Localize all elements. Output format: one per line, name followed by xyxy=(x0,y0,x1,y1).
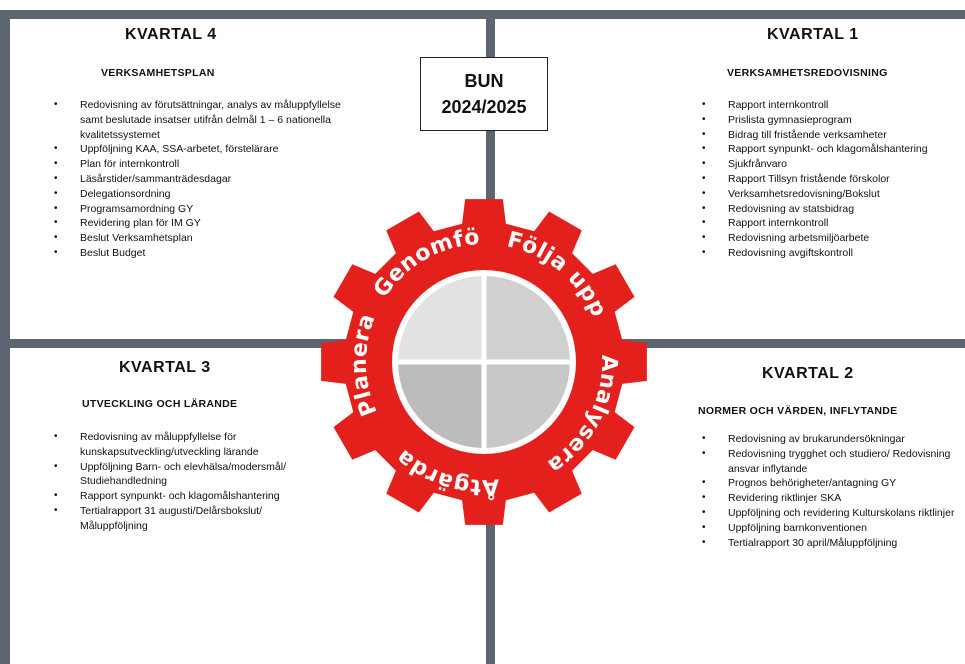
list-item: Beslut Verksamhetsplan xyxy=(52,231,342,246)
list-item: Revidering plan för IM GY xyxy=(52,216,342,231)
list-item: Uppföljning och revidering Kulturskolans… xyxy=(700,506,962,521)
q2-list: Redovisning av brukarundersökningar Redo… xyxy=(700,432,962,550)
q3-subtitle: UTVECKLING OCH LÄRANDE xyxy=(82,398,238,410)
quadrant-top-left xyxy=(398,276,484,362)
list-item: Tertialrapport 31 augusti/Delårsbokslut/… xyxy=(52,504,314,534)
list-item: Läsårstider/sammanträdesdagar xyxy=(52,172,342,187)
list-item: Prognos behörigheter/antagning GY xyxy=(700,476,962,491)
q4-subtitle: VERKSAMHETSPLAN xyxy=(101,67,215,79)
list-item: Rapport synpunkt- och klagomålshantering xyxy=(700,142,962,157)
list-item: Verksamhetsredovisning/Bokslut xyxy=(700,187,962,202)
process-gear: Genomföra Följa upp Analysera Åtgärda Pl… xyxy=(318,196,647,525)
q3-list: Redovisning av måluppfyllelse för kunska… xyxy=(52,430,314,534)
list-item: Rapport Tillsyn fristående förskolor xyxy=(700,172,962,187)
list-item: Tertialrapport 30 april/Måluppföljning xyxy=(700,536,962,551)
list-item: Uppföljning barnkonventionen xyxy=(700,521,962,536)
q1-subtitle: VERKSAMHETSREDOVISNING xyxy=(727,67,888,79)
gear-center-quadrants xyxy=(398,276,570,448)
list-item: Rapport internkontroll xyxy=(700,216,962,231)
list-item: Beslut Budget xyxy=(52,246,342,261)
list-item: Sjukfrånvaro xyxy=(700,157,962,172)
list-item: Programsamordning GY xyxy=(52,202,342,217)
quadrant-top-right xyxy=(484,276,570,362)
q4-list: Redovisning av förutsättningar, analys a… xyxy=(52,98,342,261)
list-item: Bidrag till fristående verksamheter xyxy=(700,128,962,143)
q3-title: KVARTAL 3 xyxy=(119,359,211,376)
list-item: Redovisning av förutsättningar, analys a… xyxy=(52,98,342,142)
frame-left-border xyxy=(0,10,10,664)
list-item: Revidering riktlinjer SKA xyxy=(700,491,962,506)
q1-list: Rapport internkontroll Prislista gymnasi… xyxy=(700,98,962,261)
list-item: Rapport internkontroll xyxy=(700,98,962,113)
list-item: Redovisning avgiftskontroll xyxy=(700,246,962,261)
q1-title: KVARTAL 1 xyxy=(767,26,859,43)
quadrant-bottom-right xyxy=(484,362,570,448)
list-item: Plan för internkontroll xyxy=(52,157,342,172)
list-item: Prislista gymnasieprogram xyxy=(700,113,962,128)
list-item: Redovisning trygghet och studiero/ Redov… xyxy=(700,447,962,477)
list-item: Uppföljning KAA, SSA-arbetet, förstelära… xyxy=(52,142,342,157)
bun-title: BUN xyxy=(464,71,504,91)
list-item: Redovisning av statsbidrag xyxy=(700,202,962,217)
bun-title-box: BUN 2024/2025 xyxy=(420,57,548,131)
q4-title: KVARTAL 4 xyxy=(125,26,217,43)
q2-title: KVARTAL 2 xyxy=(762,365,854,382)
frame-horizontal-divider-right xyxy=(495,339,965,348)
q2-subtitle: NORMER OCH VÄRDEN, INFLYTANDE xyxy=(698,405,898,417)
frame-top-border xyxy=(0,10,965,19)
list-item: Delegationsordning xyxy=(52,187,342,202)
list-item: Rapport synpunkt- och klagomålshantering xyxy=(52,489,314,504)
bun-year: 2024/2025 xyxy=(441,97,527,117)
list-item: Redovisning av brukarundersökningar xyxy=(700,432,962,447)
list-item: Redovisning arbetsmiljöarbete xyxy=(700,231,962,246)
list-item: Uppföljning Barn- och elevhälsa/modersmå… xyxy=(52,460,314,490)
frame-horizontal-divider-left xyxy=(0,339,486,348)
quadrant-bottom-left xyxy=(398,362,484,448)
list-item: Redovisning av måluppfyllelse för kunska… xyxy=(52,430,314,460)
